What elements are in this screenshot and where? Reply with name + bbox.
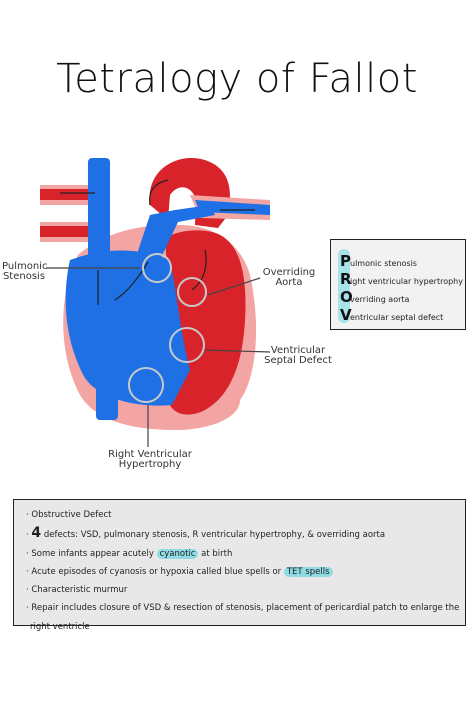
mnemonic-text: entricular septal defect [350, 313, 444, 322]
note-item: · Some infants appear acutely cyanotic a… [26, 548, 233, 559]
prov-mnemonic-box: P ulmonic stenosis R ight ventricular hy… [330, 239, 466, 330]
cyanotic-highlight: cyanotic [156, 548, 199, 559]
mnemonic-letter: O [340, 288, 353, 306]
inferior-vena-cava [96, 360, 118, 420]
pulmonary-vein-lumen [40, 226, 100, 237]
vsd-leader [204, 349, 271, 353]
right-ventricular-hypertrophy-label: Right Ventricular Hypertrophy [108, 449, 192, 470]
mnemonic-text: ight ventricular hypertrophy [350, 277, 463, 286]
note-item: · Characteristic murmur [26, 585, 128, 596]
pulmonic-stenosis-circle [142, 253, 172, 283]
mnemonic-highlight [338, 249, 350, 323]
pulmonary-trunk [135, 205, 215, 260]
vsd-circle [169, 327, 205, 363]
aorta-leader [207, 277, 261, 296]
rvh-circle [128, 367, 164, 403]
mnemonic-row: P ulmonic stenosis [340, 252, 417, 270]
flow-arrow [149, 179, 169, 206]
mnemonic-letter: R [340, 270, 352, 288]
note-item: · Obstructive Defect [26, 510, 112, 520]
mnemonic-letter: V [340, 306, 352, 324]
note-item: · 4 defects: VSD, pulmonary stenosis, R … [26, 525, 386, 542]
flow-arrow [114, 261, 149, 301]
flow-arrow [191, 249, 207, 291]
note-item: · Acute episodes of cyanosis or hypoxia … [26, 563, 465, 581]
overriding-aorta-label: Overriding Aorta [262, 267, 316, 288]
superior-vena-cava [88, 158, 110, 268]
page-title: Tetralogy of Fallot [56, 56, 418, 102]
pulmonary-artery-right-lumen [195, 200, 270, 215]
notes-box: · Obstructive Defect · 4 defects: VSD, p… [13, 499, 466, 632]
pulmonary-artery-left-lumen [40, 189, 100, 200]
mnemonic-row: O verriding aorta [340, 288, 410, 306]
mnemonic-text: ulmonic stenosis [350, 259, 417, 268]
mnemonic-text: verriding aorta [350, 295, 410, 304]
note-item: · Repair includes closure of VSD & resec… [26, 603, 460, 614]
heart-diagram [40, 157, 271, 447]
mnemonic-letter: P [340, 252, 351, 270]
pulmonic-stenosis-label: Pulmonic Stenosis [2, 261, 48, 282]
overriding-aorta-circle [177, 277, 207, 307]
mnemonic-row: R ight ventricular hypertrophy [340, 270, 463, 288]
mnemonic-row: V entricular septal defect [340, 306, 444, 324]
ventricular-septal-defect-label: Ventricular Septal Defect [264, 345, 332, 366]
note-item-continued: right ventricle [30, 621, 90, 632]
tet-spells-highlight: TET spells [283, 566, 333, 577]
